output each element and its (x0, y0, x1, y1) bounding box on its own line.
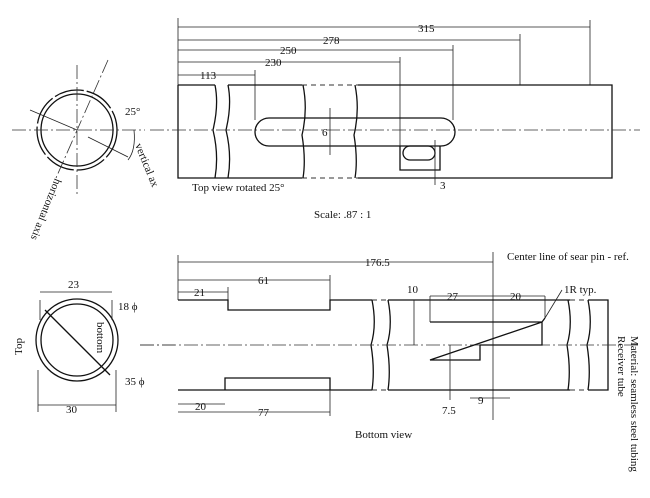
dim-77: 77 (258, 407, 270, 419)
angle-label: 25° (125, 106, 140, 118)
dim-278: 278 (323, 35, 340, 47)
bottom-view-caption: Bottom view (355, 429, 412, 441)
horizontal-axis-label: horizontal axis (28, 177, 64, 242)
vertical-axis-label: vertical ax (132, 142, 161, 190)
dim-3: 3 (440, 180, 446, 192)
receiver-tube-note: Receiver tube (615, 336, 627, 397)
top-section-circle: 25° vertical ax horizontal axis (12, 59, 161, 242)
dim-6: 6 (322, 127, 328, 139)
dim-7-5: 7.5 (442, 405, 456, 417)
bottom-label: bottom (94, 322, 106, 354)
radius-note: 1R typ. (564, 284, 597, 296)
dim-20-top: 20 (510, 291, 522, 303)
top-view-caption: Top view rotated 25° (192, 182, 285, 194)
dim-27: 27 (447, 291, 459, 303)
bottom-view: 176.5 Center line of sear pin - ref. 61 … (140, 251, 640, 441)
dim-20-bottom: 20 (195, 401, 207, 413)
dim-176-5: 176.5 (365, 257, 390, 269)
dim-315: 315 (418, 23, 435, 35)
dim-10: 10 (407, 284, 419, 296)
dim-35-dia: 35 ϕ (125, 376, 145, 388)
material-note: Material: seamless steel tubing (628, 336, 640, 472)
top-label: Top (13, 338, 25, 355)
sear-pin-note: Center line of sear pin - ref. (507, 251, 629, 263)
dim-61: 61 (258, 275, 269, 287)
dim-18-dia: 18 ϕ (118, 301, 138, 313)
top-view: 315 278 250 230 113 6 3 Top view rotated… (150, 18, 640, 194)
dim-9: 9 (478, 395, 484, 407)
scale-label: Scale: .87 : 1 (314, 209, 371, 221)
dim-23: 23 (68, 279, 80, 291)
dim-230: 230 (265, 57, 282, 69)
dim-113: 113 (200, 70, 217, 82)
dim-250: 250 (280, 45, 297, 57)
dim-30: 30 (66, 404, 78, 416)
dim-21: 21 (194, 287, 205, 299)
bottom-section-circle: 23 30 18 ϕ 35 ϕ Top bottom (13, 279, 175, 416)
